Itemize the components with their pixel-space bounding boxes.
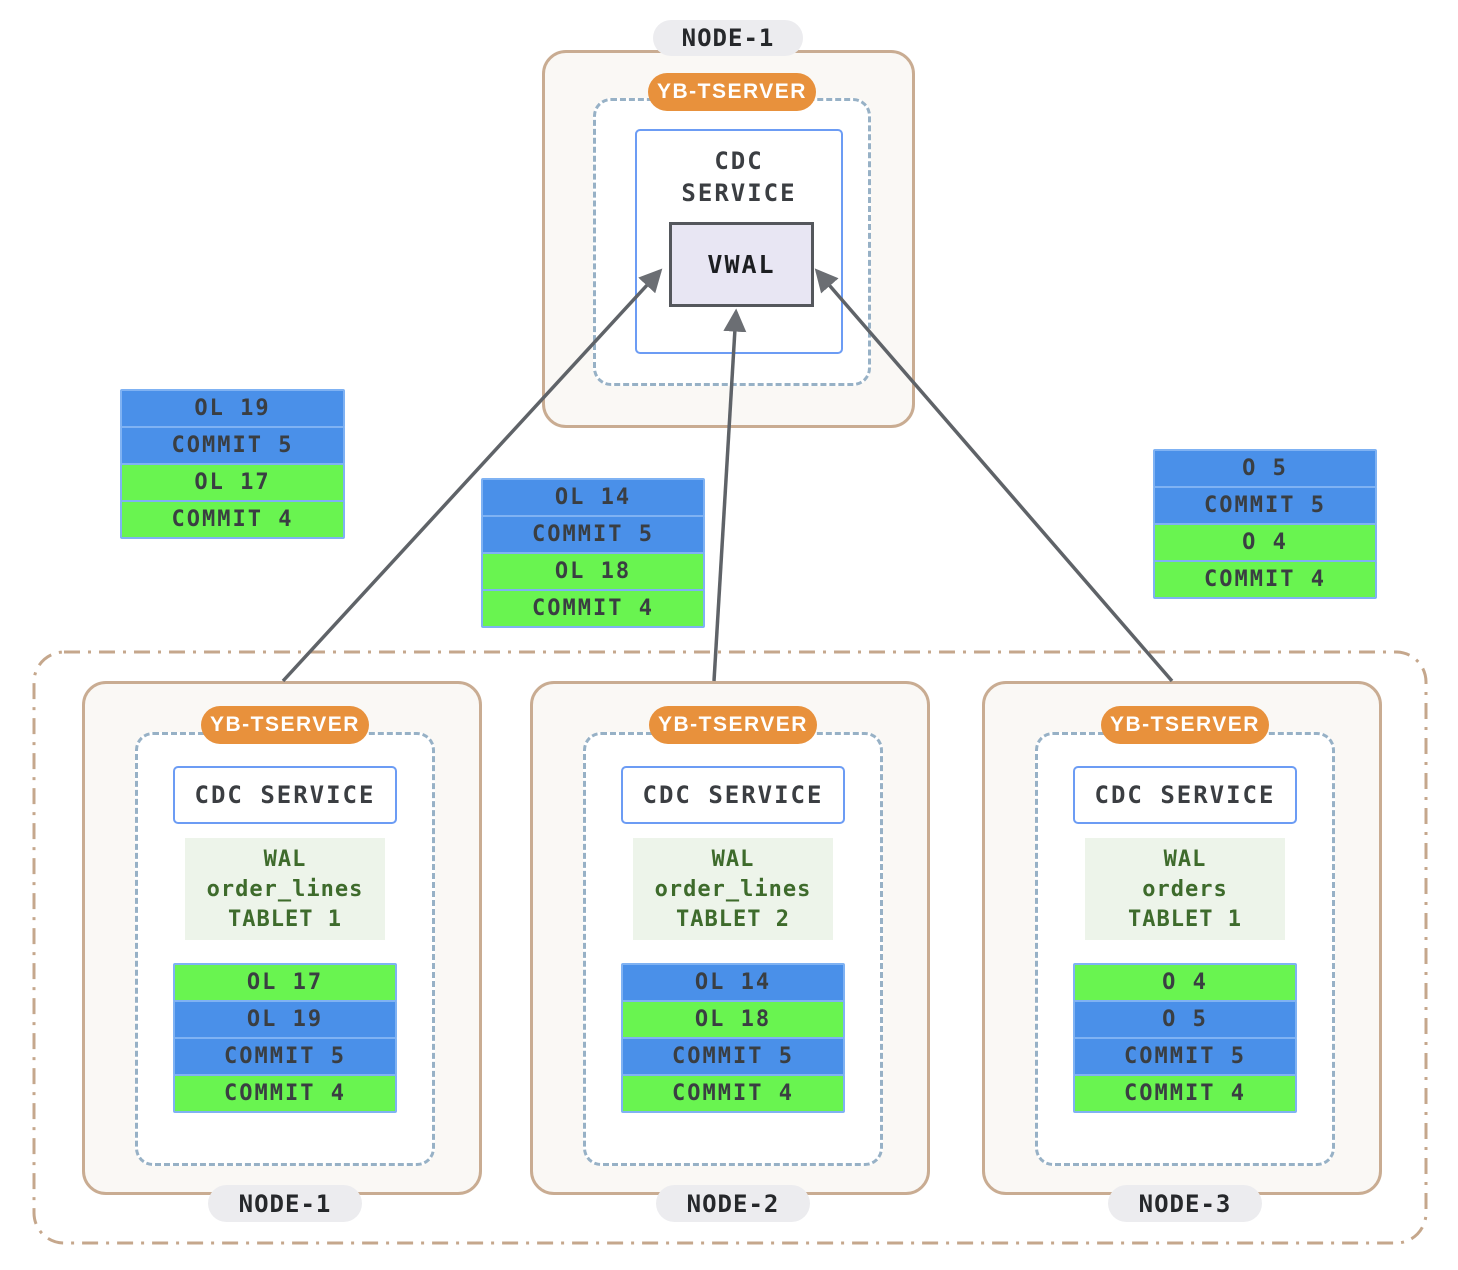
wal-record: OL 19 <box>120 389 345 428</box>
wal-record: O 4 <box>1153 523 1377 562</box>
wal-record: COMMIT 5 <box>1073 1037 1297 1076</box>
node1-wal-records-stack: OL 17 OL 19 COMMIT 5 COMMIT 4 <box>173 963 397 1113</box>
top-cdc-service-label: CDC SERVICE <box>681 147 797 208</box>
vwal-box: VWAL <box>669 222 814 307</box>
wal-record: OL 19 <box>173 1000 397 1039</box>
wal-records-stack-middle: OL 14 COMMIT 5 OL 18 COMMIT 4 <box>481 478 705 628</box>
wal-table-name: order_lines <box>206 876 364 902</box>
wal-record: O 4 <box>1073 963 1297 1002</box>
node2-tserver-pill: YB-TSERVER <box>649 706 817 744</box>
wal-tablet-name: TABLET 1 <box>1128 906 1242 932</box>
top-node-box: YB-TSERVER CDC SERVICE VWAL <box>542 50 915 428</box>
wal-record: O 5 <box>1073 1000 1297 1039</box>
top-node-label: NODE-1 <box>653 20 803 56</box>
wal-records-stack-left: OL 19 COMMIT 5 OL 17 COMMIT 4 <box>120 389 345 539</box>
node3-label: NODE-3 <box>1108 1185 1262 1222</box>
wal-record: OL 17 <box>173 963 397 1002</box>
node3-wal-tablet-box: WAL orders TABLET 1 <box>1085 838 1285 940</box>
node2-label: NODE-2 <box>656 1185 810 1222</box>
wal-record: COMMIT 4 <box>481 589 705 628</box>
node1-cdc-service-box: CDC SERVICE <box>173 766 397 824</box>
cluster-node-2: YB-TSERVER CDC SERVICE WAL order_lines T… <box>530 681 930 1222</box>
node1-label: NODE-1 <box>208 1185 362 1222</box>
wal-record: OL 14 <box>481 478 705 517</box>
wal-line: WAL <box>711 846 755 872</box>
node2-cdc-service-box: CDC SERVICE <box>621 766 845 824</box>
wal-record: COMMIT 5 <box>481 515 705 554</box>
wal-record: O 5 <box>1153 449 1377 488</box>
wal-record: COMMIT 5 <box>621 1037 845 1076</box>
wal-record: COMMIT 4 <box>1153 560 1377 599</box>
wal-table-name: orders <box>1142 876 1228 902</box>
wal-record: OL 18 <box>481 552 705 591</box>
wal-table-name: order_lines <box>654 876 812 902</box>
node1-wal-tablet-box: WAL order_lines TABLET 1 <box>185 838 385 940</box>
node2-wal-records-stack: OL 14 OL 18 COMMIT 5 COMMIT 4 <box>621 963 845 1113</box>
wal-record: OL 17 <box>120 463 345 502</box>
node3-cdc-service-box: CDC SERVICE <box>1073 766 1297 824</box>
node3-wal-records-stack: O 4 O 5 COMMIT 5 COMMIT 4 <box>1073 963 1297 1113</box>
wal-record: COMMIT 4 <box>120 500 345 539</box>
wal-record: COMMIT 5 <box>173 1037 397 1076</box>
wal-record: COMMIT 4 <box>1073 1074 1297 1113</box>
wal-tablet-name: TABLET 1 <box>228 906 342 932</box>
wal-record: COMMIT 4 <box>173 1074 397 1113</box>
wal-tablet-name: TABLET 2 <box>676 906 790 932</box>
cluster-node-1: YB-TSERVER CDC SERVICE WAL order_lines T… <box>82 681 482 1222</box>
wal-line: WAL <box>1163 846 1207 872</box>
node1-tserver-pill: YB-TSERVER <box>201 706 369 744</box>
wal-record: OL 14 <box>621 963 845 1002</box>
wal-record: COMMIT 5 <box>120 426 345 465</box>
wal-record: COMMIT 4 <box>621 1074 845 1113</box>
node3-tserver-pill: YB-TSERVER <box>1101 706 1269 744</box>
wal-record: COMMIT 5 <box>1153 486 1377 525</box>
wal-records-stack-right: O 5 COMMIT 5 O 4 COMMIT 4 <box>1153 449 1377 599</box>
wal-line: WAL <box>263 846 307 872</box>
cluster-node-3: YB-TSERVER CDC SERVICE WAL orders TABLET… <box>982 681 1382 1222</box>
top-tserver-pill: YB-TSERVER <box>648 73 816 111</box>
node2-wal-tablet-box: WAL order_lines TABLET 2 <box>633 838 833 940</box>
wal-record: OL 18 <box>621 1000 845 1039</box>
